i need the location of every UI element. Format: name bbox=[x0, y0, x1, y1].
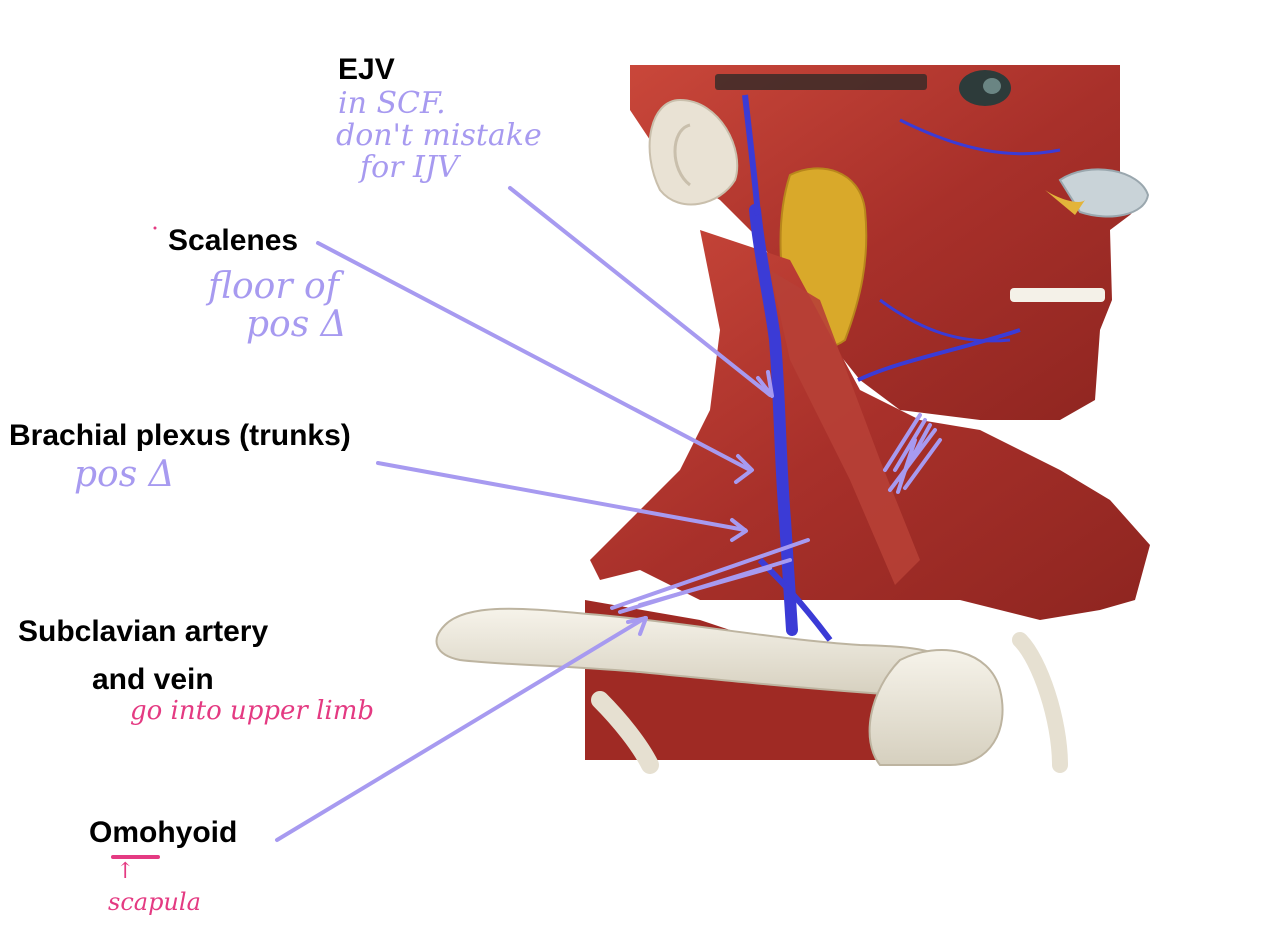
label-ejv: EJV bbox=[338, 53, 395, 86]
note-subclavian: go into upper limb bbox=[130, 696, 375, 726]
viewer-toolbar bbox=[715, 74, 927, 90]
omohyoid-arrow bbox=[275, 616, 647, 842]
jugular-vein bbox=[749, 204, 798, 636]
sternocleidomastoid bbox=[770, 270, 920, 585]
brachial-plexus-arrow bbox=[376, 461, 747, 532]
note-scalenes-1: floor of bbox=[208, 266, 340, 307]
ejv-arrow bbox=[508, 186, 772, 397]
note-scalenes-2: pos Δ bbox=[246, 304, 347, 345]
note-ejv-1: in SCF. bbox=[338, 86, 446, 121]
label-subclavian-line2: and vein bbox=[92, 663, 214, 696]
label-brachial-plexus: Brachial plexus (trunks) bbox=[9, 419, 351, 452]
scalenes-arrow bbox=[316, 241, 752, 472]
label-subclavian-line1: Subclavian artery bbox=[18, 615, 269, 648]
note-ejv-2: don't mistake bbox=[336, 118, 542, 153]
nose-cartilage bbox=[1058, 168, 1150, 218]
label-scalenes: Scalenes bbox=[168, 224, 299, 257]
scapula bbox=[868, 649, 1004, 766]
note-brachial: pos Δ bbox=[74, 454, 175, 495]
subclavian-arrow bbox=[610, 538, 810, 610]
note-omohyoid-1: ↑ bbox=[116, 859, 135, 884]
omohyoid-scribble bbox=[883, 413, 942, 494]
note-ejv-3: for IJV bbox=[360, 150, 459, 185]
ear bbox=[648, 98, 739, 206]
note-omohyoid-2: scapula bbox=[108, 888, 201, 916]
label-omohyoid: Omohyoid bbox=[89, 816, 238, 849]
teeth bbox=[1010, 288, 1105, 302]
neck-muscle bbox=[590, 230, 1150, 620]
